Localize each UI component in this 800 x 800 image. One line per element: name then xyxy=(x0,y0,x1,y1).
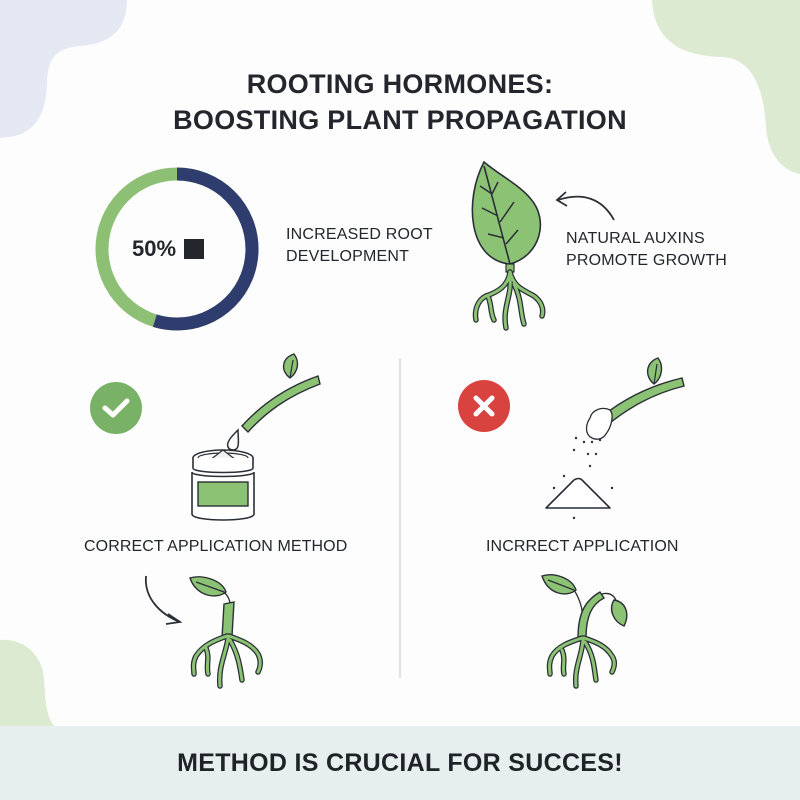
percent-value: 50% xyxy=(132,236,177,261)
percent-label: 50% xyxy=(132,236,205,262)
top-left-blob xyxy=(0,0,127,138)
correct-badge xyxy=(90,382,142,434)
powder-pile-icon xyxy=(545,477,611,509)
percent-donut-chart xyxy=(95,167,259,331)
leaf-with-roots-icon xyxy=(471,160,546,331)
incorrect-caption: INCRRECT APPLICATION xyxy=(486,538,679,555)
stat-description: INCREASED ROOT DEVELOPMENT xyxy=(286,224,433,268)
footer-banner: METHOD IS CRUCIAL FOR SUCCES! xyxy=(0,726,800,800)
cutting-stem-icon xyxy=(241,353,321,434)
stat-line-2: DEVELOPMENT xyxy=(286,248,410,265)
title-line-2: BOOSTING PLANT PROPAGATION xyxy=(173,105,627,135)
bottom-left-blob xyxy=(0,639,54,726)
powdered-cutting-icon xyxy=(585,357,685,440)
incorrect-badge xyxy=(458,380,510,432)
page-title: ROOTING HORMONES: BOOSTING PLANT PROPAGA… xyxy=(0,66,800,138)
square-icon xyxy=(184,239,205,259)
top-right-blob xyxy=(652,0,800,174)
title-line-1: ROOTING HORMONES: xyxy=(246,69,554,99)
curved-arrow-icon xyxy=(555,191,615,221)
auxin-line-2: PROMOTE GROWTH xyxy=(566,252,728,269)
correct-caption: CORRECT APPLICATION METHOD xyxy=(84,538,348,555)
auxin-line-1: NATURAL AUXINS xyxy=(566,230,705,247)
x-mark-icon xyxy=(473,395,495,417)
footer-message: METHOD IS CRUCIAL FOR SUCCES! xyxy=(177,748,623,777)
curved-arrow-icon xyxy=(145,575,183,625)
healthy-seedling-icon xyxy=(189,576,264,689)
powder-particles-icon xyxy=(552,436,614,520)
checkmark-icon xyxy=(102,398,130,418)
hormone-jar-icon xyxy=(191,449,255,521)
stat-line-1: INCREASED ROOT xyxy=(286,226,433,243)
auxin-description: NATURAL AUXINS PROMOTE GROWTH xyxy=(566,228,727,272)
section-divider xyxy=(399,358,401,678)
drooping-seedling-icon xyxy=(541,574,628,689)
